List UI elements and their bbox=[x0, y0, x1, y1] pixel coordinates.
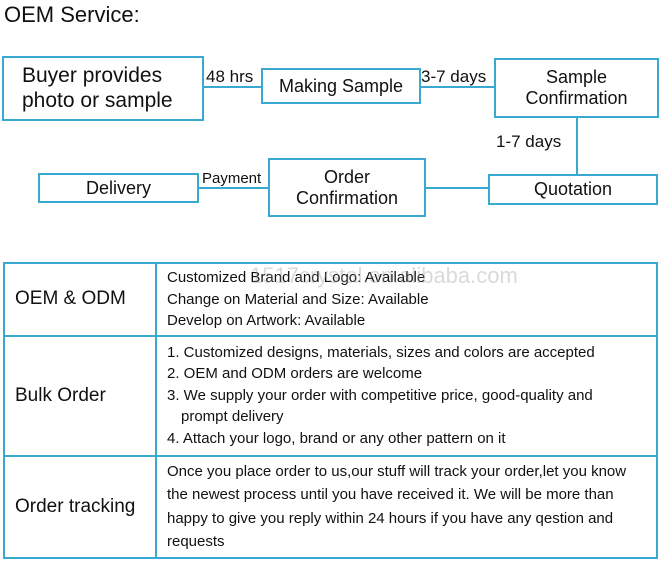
list-item: 2. OEM and ODM orders are welcome bbox=[167, 365, 423, 383]
label-3-7-days: 3-7 days bbox=[421, 67, 487, 86]
label-payment: Payment bbox=[202, 170, 262, 187]
table-row: Bulk Order 1. Customized designs, materi… bbox=[3, 334, 658, 457]
page-title: OEM Service: bbox=[4, 2, 140, 27]
list-item: 1. Customized designs, materials, sizes … bbox=[167, 343, 595, 361]
sample-confirmation-box: Sample Confirmation bbox=[494, 58, 659, 118]
row-body-oem-odm: Customized Brand and Logo: Available Cha… bbox=[155, 262, 658, 337]
oem-info-table: OEM & ODM Customized Brand and Logo: Ava… bbox=[3, 262, 658, 559]
list-item: Change on Material and Size: Available bbox=[167, 290, 429, 308]
connector-quotation-to-order bbox=[425, 187, 489, 189]
connector-order-to-delivery bbox=[198, 187, 270, 189]
list-item: 4. Attach your logo, brand or any other … bbox=[167, 429, 506, 447]
watermark: 1517crystal.en.alibaba.com bbox=[250, 263, 518, 288]
making-sample-box: Making Sample bbox=[261, 68, 421, 104]
label-1-7-days: 1-7 days bbox=[496, 132, 562, 151]
connector-sample-to-quotation bbox=[576, 117, 578, 177]
row-body-order-tracking: Once you place order to us,our stuff wil… bbox=[155, 454, 658, 559]
list-item: prompt delivery bbox=[181, 408, 284, 426]
label-48hrs: 48 hrs bbox=[206, 67, 254, 86]
quotation-box: Quotation bbox=[488, 174, 658, 205]
connector-making-to-sample bbox=[420, 86, 495, 88]
row-head-oem-odm: OEM & ODM bbox=[3, 262, 157, 337]
table-row: Order tracking Once you place order to u… bbox=[3, 454, 658, 559]
list-item: Customized Brand and Logo: Available bbox=[167, 269, 426, 286]
connector-buyer-to-making bbox=[202, 86, 262, 88]
row-head-order-tracking: Order tracking bbox=[3, 454, 157, 559]
buyer-provides-box: Buyer provides photo or sample bbox=[2, 56, 204, 121]
table-row: OEM & ODM Customized Brand and Logo: Ava… bbox=[3, 262, 658, 337]
delivery-box: Delivery bbox=[38, 173, 199, 203]
list-item: Develop on Artwork: Available bbox=[167, 312, 366, 329]
row-head-bulk-order: Bulk Order bbox=[3, 334, 157, 457]
row-body-bulk-order: 1. Customized designs, materials, sizes … bbox=[155, 334, 658, 457]
order-confirmation-box: Order Confirmation bbox=[268, 158, 426, 217]
list-item: 3. We supply your order with competitive… bbox=[167, 386, 593, 404]
